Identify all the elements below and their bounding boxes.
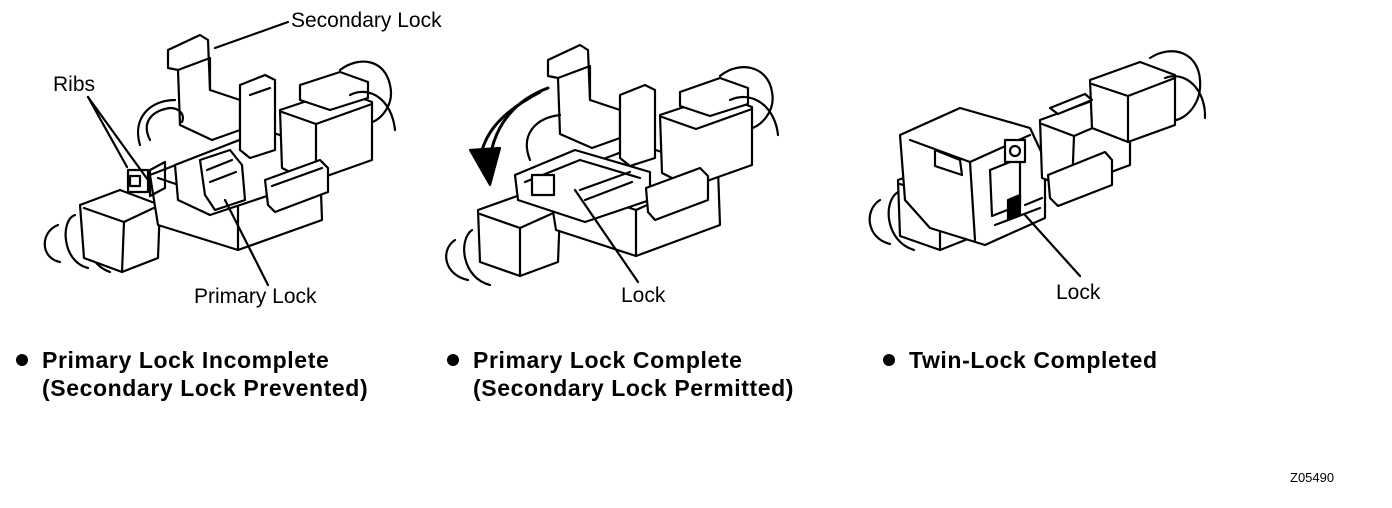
caption-line1: Twin-Lock Completed [909, 347, 1158, 373]
bullet-icon [447, 354, 459, 366]
secondary-lock-label: Secondary Lock [291, 9, 442, 32]
ribs-label: Ribs [53, 73, 96, 96]
caption-line2: (Secondary Lock Prevented) [42, 375, 369, 401]
caption-twin: Twin-Lock Completed [883, 346, 1158, 374]
lock-label-complete: Lock [621, 284, 666, 307]
primary-lock-label: Primary Lock [194, 285, 317, 308]
connector-illustration-incomplete [43, 20, 397, 287]
lock-label-twin: Lock [1056, 281, 1101, 304]
caption-complete: Primary Lock Complete (Secondary Lock Pe… [447, 346, 795, 402]
bullet-icon [883, 354, 895, 366]
connector-illustration-twin [868, 50, 1207, 278]
caption-incomplete: Primary Lock Incomplete (Secondary Lock … [16, 346, 369, 402]
bullet-icon [16, 354, 28, 366]
caption-line1: Primary Lock Complete [473, 347, 743, 373]
caption-line2: (Secondary Lock Permitted) [473, 375, 795, 401]
figure-code: Z05490 [1290, 470, 1335, 485]
connector-illustration-complete [445, 43, 780, 287]
caption-line1: Primary Lock Incomplete [42, 347, 330, 373]
